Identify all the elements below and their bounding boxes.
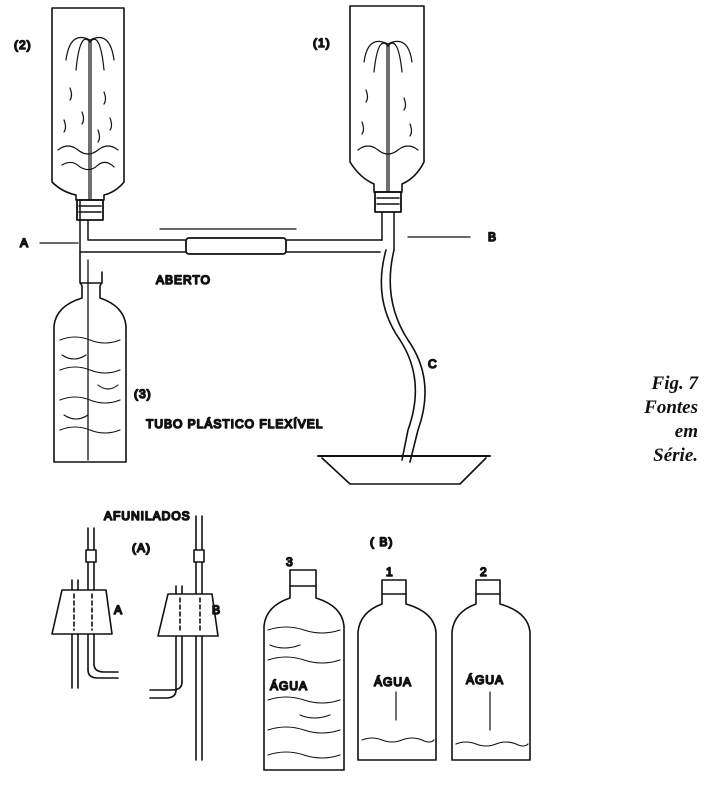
- bottle-detail-1: [357, 579, 437, 761]
- caption-line-1: Fig. 7: [651, 373, 698, 394]
- label-tubo: TUBO PLÁSTICO FLEXÍVEL: [146, 416, 323, 431]
- bottle-detail-2: [451, 579, 531, 761]
- label-bottle-num-1: 1: [386, 565, 394, 579]
- bottle-2-inverted: [51, 7, 383, 253]
- label-a: A: [20, 236, 29, 250]
- stopper-b: [149, 515, 219, 761]
- label-afunilados: AFUNILADOS: [104, 509, 191, 523]
- bottle-3-lower: [53, 251, 127, 463]
- label-detail-b: ( B): [370, 535, 393, 549]
- label-detail-a: (A): [132, 541, 151, 555]
- label-bottle-2: (2): [14, 38, 32, 52]
- label-bottle-1: (1): [313, 36, 331, 50]
- label-stopper-a: A: [114, 603, 123, 617]
- label-agua-2: ÁGUA: [466, 672, 504, 687]
- caption-line-2: Fontes: [644, 397, 698, 418]
- caption-line-3: em: [674, 421, 698, 442]
- label-c: C: [428, 357, 438, 371]
- label-aberto: ABERTO: [156, 273, 211, 287]
- bottle-detail-3: [263, 569, 345, 771]
- connecting-tube: [159, 228, 297, 255]
- label-bottle-3: (3): [134, 387, 152, 401]
- basin: [317, 455, 491, 485]
- flexible-tube-c: [380, 249, 426, 463]
- stopper-a: [51, 527, 119, 689]
- label-agua-1: ÁGUA: [374, 674, 412, 689]
- label-bottle-num-2: 2: [480, 565, 488, 579]
- label-bottle-num-3: 3: [286, 555, 294, 569]
- caption-line-4: Série.: [653, 445, 698, 466]
- figure-caption: Fig. 7 Fontes em Série.: [644, 372, 698, 468]
- label-b: B: [488, 230, 497, 244]
- label-agua-3: ÁGUA: [270, 678, 308, 693]
- bottle-1-inverted: [349, 5, 425, 251]
- label-stopper-b: B: [212, 603, 221, 617]
